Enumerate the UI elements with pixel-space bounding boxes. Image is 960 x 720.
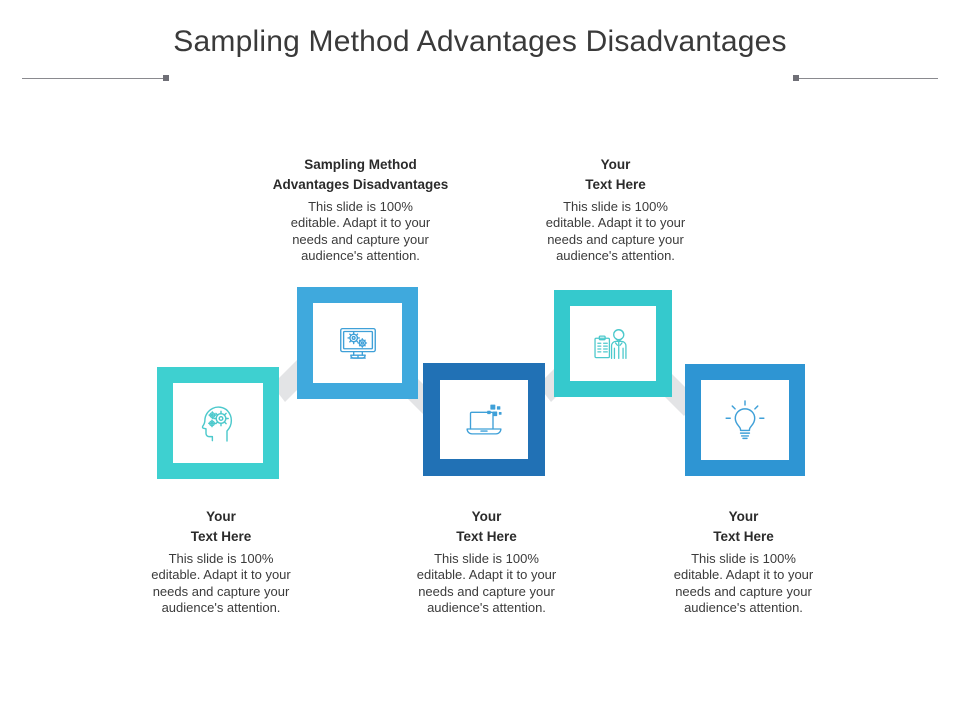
page-title-container: Sampling Method Advantages Disadvantages	[0, 24, 960, 60]
text-block-top-2-heading: Your Text Here	[585, 157, 646, 192]
step-frame-1-inner	[173, 383, 263, 463]
text-block-top-2: Your Text Here This slide is 100% editab…	[534, 155, 697, 265]
text-block-bottom-3-heading: Your Text Here	[713, 509, 774, 544]
person-with-clipboard-icon	[594, 328, 627, 359]
step-frame-5-inner	[701, 380, 789, 460]
head-with-gears-icon	[201, 406, 233, 442]
text-block-bottom-1: Your Text Here This slide is 100% editab…	[146, 507, 296, 617]
text-block-top-1-heading: Sampling Method Advantages Disadvantages	[272, 157, 449, 192]
text-block-bottom-2-body: This slide is 100% editable. Adapt it to…	[416, 550, 557, 616]
step-frame-3-inner	[440, 380, 528, 459]
title-rule-dot-right	[793, 75, 799, 81]
text-block-bottom-1-body: This slide is 100% editable. Adapt it to…	[151, 550, 291, 616]
text-block-bottom-1-heading: Your Text Here	[190, 509, 252, 544]
step-frame-4[interactable]	[554, 290, 672, 397]
step-frame-5[interactable]	[685, 364, 805, 476]
step-frame-1[interactable]	[157, 367, 279, 479]
step-frame-3[interactable]	[423, 363, 545, 476]
lightbulb-icon	[725, 400, 765, 440]
step-frame-2-inner	[313, 303, 402, 383]
title-rule-right	[797, 78, 938, 79]
step-frame-2[interactable]	[297, 287, 418, 399]
text-block-bottom-2-heading: Your Text Here	[456, 509, 517, 544]
page-title: Sampling Method Advantages Disadvantages	[173, 25, 787, 58]
title-rule-left	[22, 78, 166, 79]
text-block-bottom-3-body: This slide is 100% editable. Adapt it to…	[673, 550, 814, 616]
step-frame-4-inner	[570, 306, 656, 381]
laptop-with-data-blocks-icon	[466, 404, 502, 435]
text-block-top-1-body: This slide is 100% editable. Adapt it to…	[290, 198, 431, 264]
text-block-top-1: Sampling Method Advantages Disadvantages…	[258, 155, 463, 265]
title-rule-dot-left	[163, 75, 169, 81]
monitor-with-gears-icon	[339, 327, 376, 359]
text-block-bottom-3: Your Text Here This slide is 100% editab…	[668, 507, 819, 617]
text-block-top-2-body: This slide is 100% editable. Adapt it to…	[545, 198, 686, 264]
text-block-bottom-2: Your Text Here This slide is 100% editab…	[411, 507, 562, 617]
